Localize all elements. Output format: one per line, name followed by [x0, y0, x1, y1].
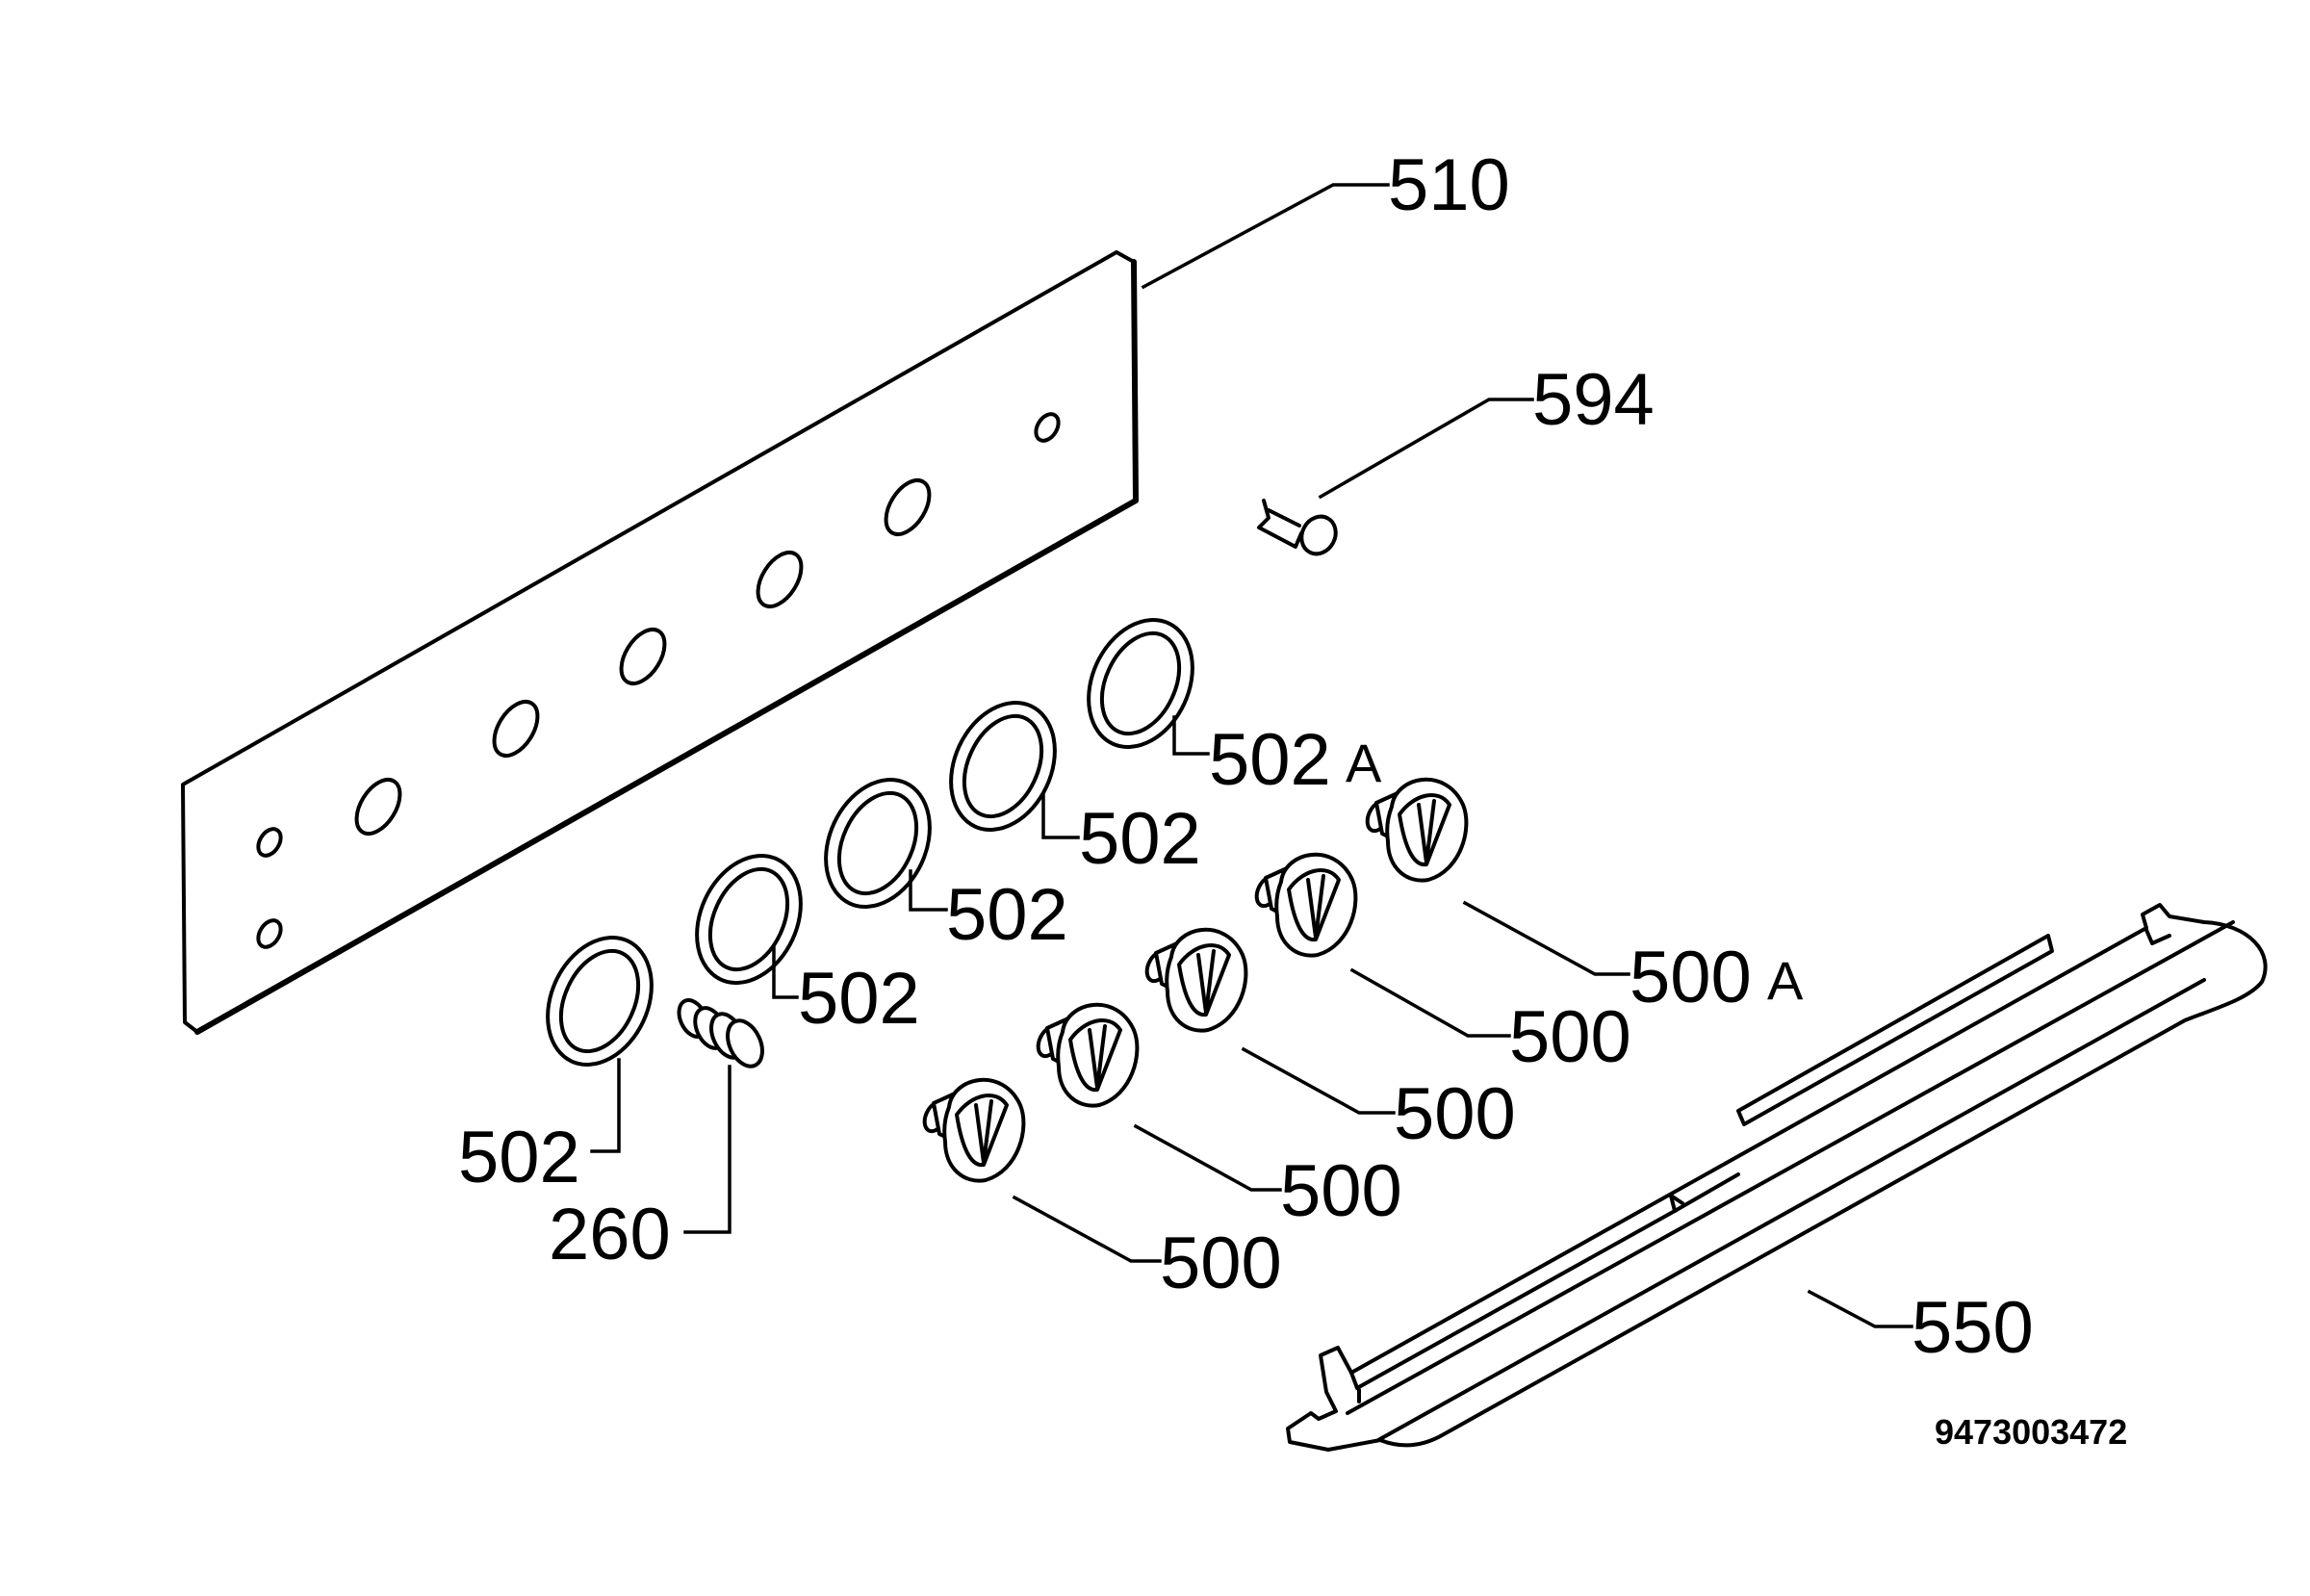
label-502a-suffix: A [1346, 733, 1382, 793]
label-502-2: 502 [798, 958, 920, 1040]
leader-502-1 [590, 1058, 621, 1153]
label-502a: 502 [1209, 719, 1331, 801]
leader-500-3 [1241, 1046, 1396, 1115]
label-502-1: 502 [458, 1117, 580, 1198]
control-panel-510 [181, 250, 1139, 1035]
leader-510 [1141, 183, 1390, 290]
leader-260 [683, 1065, 732, 1234]
part-labels: 510 594 502 A 502 502 502 502 260 500 A … [458, 144, 2127, 1452]
bezel-ring-502-4 [949, 700, 1057, 833]
leader-550 [1807, 1289, 1913, 1328]
leader-500-1 [1012, 1195, 1162, 1263]
label-502-3: 502 [946, 874, 1068, 956]
label-500a-suffix: A [1767, 950, 1804, 1011]
label-500-1: 500 [1160, 1223, 1282, 1304]
bezel-ring-502a [1087, 617, 1194, 750]
leader-594 [1318, 398, 1534, 500]
leader-502-2 [772, 946, 799, 999]
label-502-4: 502 [1079, 798, 1201, 880]
leader-500a [1462, 900, 1630, 976]
label-260: 260 [549, 1194, 671, 1275]
leader-lines [590, 183, 1913, 1328]
label-510: 510 [1388, 144, 1510, 226]
label-500-2: 500 [1280, 1150, 1402, 1232]
leader-502a [1172, 715, 1210, 756]
bezel-ring-502-1 [546, 935, 654, 1068]
label-500-4: 500 [1509, 996, 1631, 1078]
drawing-number: 9473003472 [1935, 1412, 2127, 1452]
control-knob-500-1 [918, 1077, 1026, 1183]
indicator-lamp-594 [1257, 499, 1338, 556]
control-knob-500-4 [1250, 852, 1358, 958]
leader-502-3 [909, 869, 948, 912]
bezel-ring-502-3 [824, 777, 932, 910]
control-knob-500a [1361, 777, 1469, 883]
spring-260 [677, 998, 764, 1068]
label-500-3: 500 [1394, 1073, 1516, 1155]
control-knob-500-2 [1032, 1002, 1140, 1108]
label-550: 550 [1912, 1287, 2034, 1369]
leader-500-2 [1133, 1123, 1282, 1192]
trim-strip-550 [1286, 903, 2268, 1452]
label-594: 594 [1532, 359, 1655, 441]
label-500a: 500 [1630, 937, 1752, 1018]
control-knob-500-3 [1141, 927, 1248, 1033]
leader-500-4 [1349, 967, 1511, 1038]
leader-502-4 [1041, 793, 1080, 839]
